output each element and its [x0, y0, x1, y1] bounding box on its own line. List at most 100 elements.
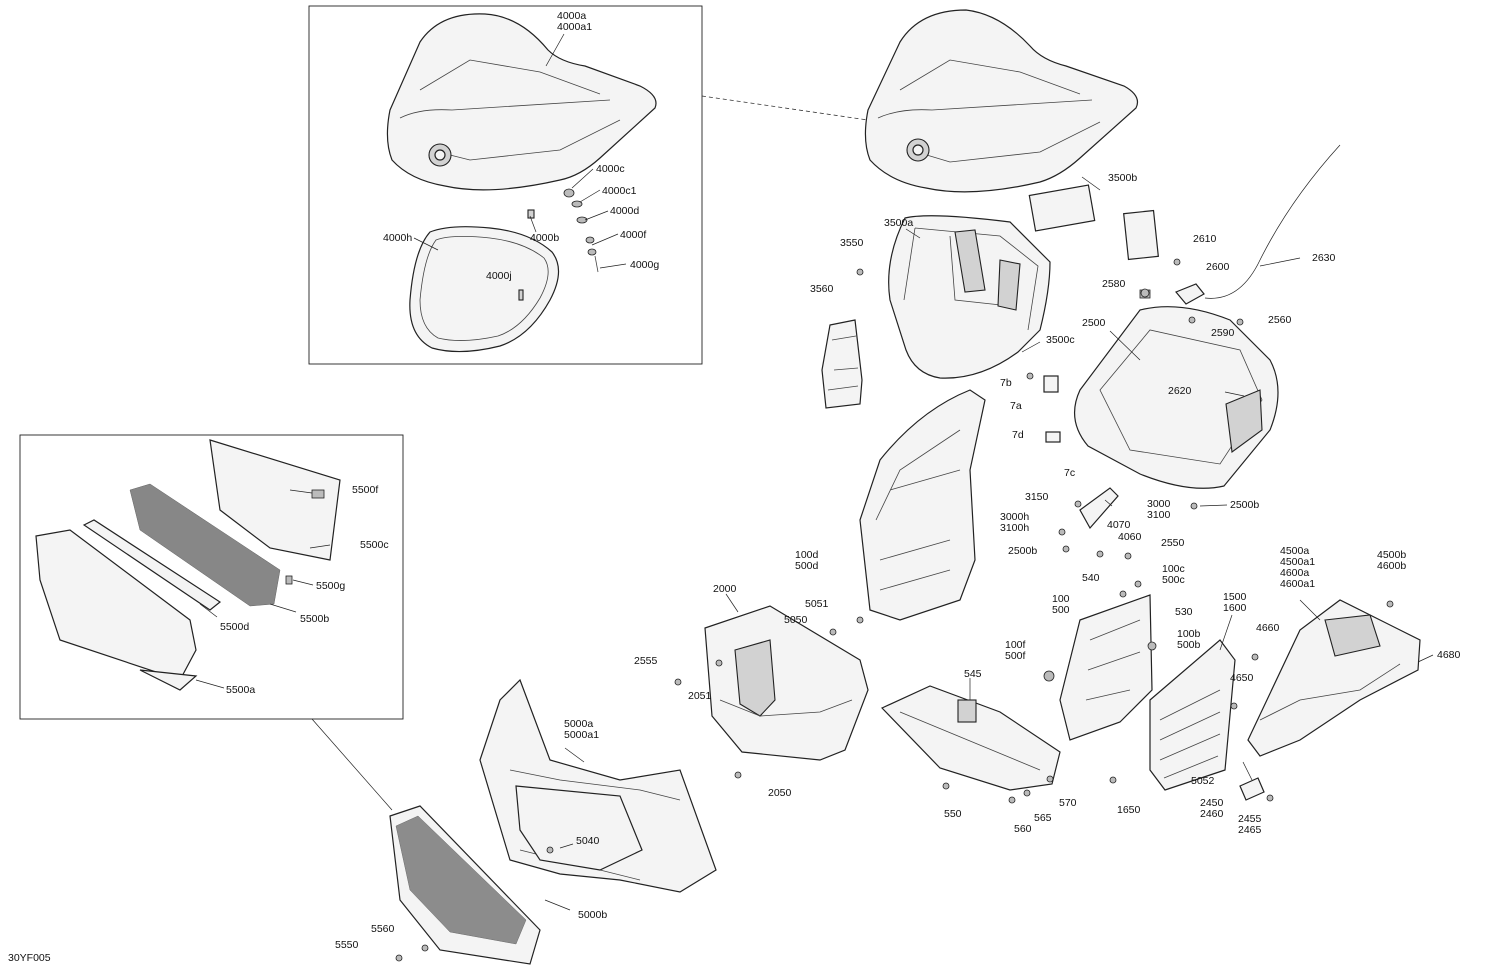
callout-line: 5000a — [564, 718, 593, 730]
callout-line: 2620 — [1168, 385, 1192, 397]
callout-3500a: 3500a — [884, 217, 913, 229]
front-grille — [389, 805, 541, 965]
callout-line: 3500a — [884, 217, 913, 229]
callout-line: 2550 — [1161, 537, 1185, 549]
callout-line: 2050 — [768, 787, 792, 799]
callout-5051: 5051 — [805, 598, 829, 610]
callout-line: 540 — [1082, 572, 1100, 584]
callout-line: 2560 — [1268, 314, 1292, 326]
callout-5500d: 5500d — [220, 621, 249, 633]
callout-2000: 2000 — [713, 583, 737, 595]
leader-lines — [195, 33, 1434, 911]
detail-link-seat — [701, 95, 869, 121]
callout-line: 4600a — [1280, 567, 1309, 579]
grille-insert-detail — [35, 439, 341, 691]
callout-4000f: 4000f — [620, 229, 646, 241]
callout-line: 3550 — [840, 237, 864, 249]
callout-2600: 2600 — [1206, 261, 1230, 273]
callout-4660: 4660 — [1256, 622, 1280, 634]
callout-4680: 4680 — [1437, 649, 1461, 661]
callout-530: 530 — [1175, 606, 1193, 618]
bottom-tray — [880, 685, 1061, 791]
callout-5000b: 5000b — [578, 909, 607, 921]
callout-2500b-right: 2500b — [1230, 499, 1259, 511]
side-grille — [1149, 639, 1236, 791]
seat-cover-detail — [386, 13, 657, 191]
seat-gasket-detail — [409, 226, 560, 353]
callout-560: 560 — [1014, 823, 1032, 835]
drawing-code: 30YF005 — [8, 952, 51, 964]
callout-line: 3560 — [810, 283, 834, 295]
callout-line: 4500a — [1280, 545, 1309, 557]
callout-540: 540 — [1082, 572, 1100, 584]
callout-line: 4600b — [1377, 560, 1406, 572]
callout-line: 5560 — [371, 923, 395, 935]
callout-2620: 2620 — [1168, 385, 1192, 397]
callout-2550: 2550 — [1161, 537, 1185, 549]
callout-line: 3150 — [1025, 491, 1049, 503]
callout-line: 500 — [1052, 604, 1070, 616]
callout-line: 3000h — [1000, 511, 1029, 523]
callout-5040: 5040 — [576, 835, 600, 847]
callout-line: 550 — [944, 808, 962, 820]
callout-4650: 4650 — [1230, 672, 1254, 684]
callout-line: 100c — [1162, 563, 1185, 575]
callout-line: 5051 — [805, 598, 829, 610]
callout-4060: 4060 — [1118, 531, 1142, 543]
callout-line: 2590 — [1211, 327, 1235, 339]
callout-line: 2610 — [1193, 233, 1217, 245]
callout-4000b: 4000b — [530, 232, 559, 244]
callout-line: 4000c1 — [602, 185, 637, 197]
side-panel-left — [859, 389, 986, 621]
callout-2580: 2580 — [1102, 278, 1126, 290]
callout-line: 570 — [1059, 797, 1077, 809]
callout-line: 2630 — [1312, 252, 1336, 264]
latch-assembly — [1139, 283, 1205, 305]
callout-5500c: 5500c — [360, 539, 389, 551]
callout-line: 530 — [1175, 606, 1193, 618]
callout-line: 5500b — [300, 613, 329, 625]
callout-4000d: 4000d — [610, 205, 639, 217]
callout-5052: 5052 — [1191, 775, 1215, 787]
callout-line: 7d — [1012, 429, 1024, 441]
callout-line: 7b — [1000, 377, 1012, 389]
callout-line: 4000f — [620, 229, 646, 241]
callout-line: 100d — [795, 549, 819, 561]
callout-line: 5000b — [578, 909, 607, 921]
callout-line: 4000h — [383, 232, 412, 244]
callout-line: 4000d — [610, 205, 639, 217]
callout-line: 2465 — [1238, 824, 1262, 836]
callout-line: 2500b — [1230, 499, 1259, 511]
callout-3150: 3150 — [1025, 491, 1049, 503]
callout-line: 2000 — [713, 583, 737, 595]
callout-line: 565 — [1034, 812, 1052, 824]
callout-line: 500c — [1162, 574, 1185, 586]
callout-line: 560 — [1014, 823, 1032, 835]
detail-frame-seat — [308, 5, 703, 365]
callout-4000g: 4000g — [630, 259, 659, 271]
callout-line: 2555 — [634, 655, 658, 667]
callout-line: 2600 — [1206, 261, 1230, 273]
callout-line: 2580 — [1102, 278, 1126, 290]
callout-line: 2500b — [1008, 545, 1037, 557]
callout-line: 500d — [795, 560, 819, 572]
callout-4070: 4070 — [1107, 519, 1131, 531]
callout-2590: 2590 — [1211, 327, 1235, 339]
callout-line: 545 — [964, 668, 982, 680]
callout-line: 5000a1 — [564, 729, 599, 741]
side-cover-right — [1247, 599, 1421, 757]
callout-1650: 1650 — [1117, 804, 1141, 816]
callout-2500: 2500 — [1082, 317, 1106, 329]
callout-line: 7c — [1064, 467, 1075, 479]
callout-4000c1: 4000c1 — [602, 185, 637, 197]
callout-line: 100f — [1005, 639, 1026, 651]
callout-line: 1600 — [1223, 602, 1247, 614]
callout-line: 4500a1 — [1280, 556, 1315, 568]
